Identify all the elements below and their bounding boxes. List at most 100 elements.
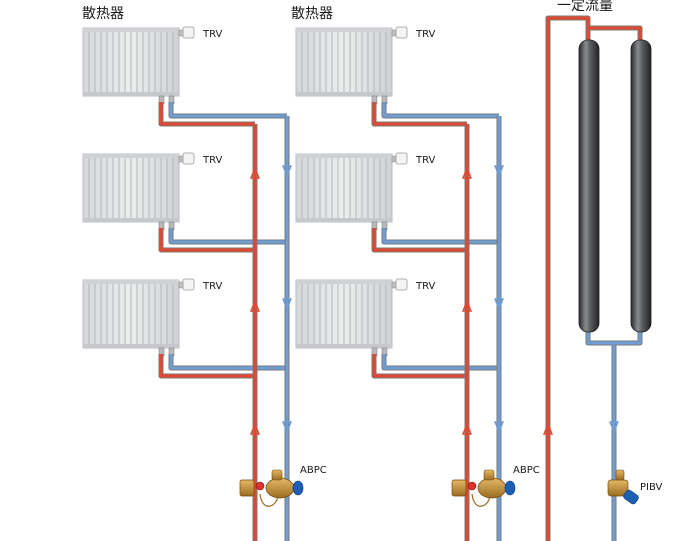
valve-capillary <box>471 493 491 507</box>
valve-bonnet <box>483 469 495 481</box>
radiator-bottom-rim <box>296 92 392 96</box>
return-branch-core <box>169 354 287 370</box>
supply-branch-core <box>159 228 255 252</box>
return-branch <box>381 102 499 119</box>
trv-label: TRV <box>415 155 436 166</box>
trv-icon <box>391 278 408 291</box>
valve-knob-blue <box>504 480 516 496</box>
abpc-label-mid: ABPC <box>513 465 540 476</box>
radiator-bottom-rim <box>296 344 392 348</box>
trv-icon <box>178 152 195 165</box>
arrow-up-icon <box>249 166 261 179</box>
trv-icon <box>178 278 195 291</box>
radiator-bottom-rim <box>83 92 179 96</box>
supply-branch <box>371 102 467 127</box>
valve-body-left <box>451 479 467 497</box>
valve-capillary <box>259 493 279 507</box>
return-branch-outline <box>168 354 287 371</box>
constant-flow-return-b-core <box>614 330 642 345</box>
return-branch-core <box>382 354 499 370</box>
trv-icon <box>391 26 408 39</box>
trv-label: TRV <box>202 155 223 166</box>
trv-icon <box>391 152 408 165</box>
supply-branch-outline <box>158 354 255 379</box>
pibv-bonnet <box>615 469 625 481</box>
return-branch-outline <box>381 228 499 245</box>
supply-branch <box>371 228 467 253</box>
valve-layer <box>239 469 639 507</box>
tank-icon <box>630 39 652 333</box>
trv-head <box>182 278 195 291</box>
radiator-icon <box>295 153 393 231</box>
arrow-down-icon <box>281 421 293 434</box>
arrow-up-icon <box>542 422 554 435</box>
supply-branch-outline <box>371 354 467 379</box>
radiator-icon <box>82 27 180 105</box>
supply-branch-outline <box>158 102 255 127</box>
constant-flow-return-b <box>614 330 643 346</box>
return-branch <box>168 102 287 119</box>
tank-icon <box>578 39 600 333</box>
return-branch-core <box>169 102 287 118</box>
return-branch-core <box>169 228 287 244</box>
return-branch <box>168 228 287 245</box>
valve-icon <box>607 469 639 505</box>
supply-branch <box>371 354 467 379</box>
radiator-top-rim <box>296 28 392 32</box>
trv-label: TRV <box>202 29 223 40</box>
trv-head <box>395 26 408 39</box>
radiator-top-rim <box>83 28 179 32</box>
valve-cap-red <box>255 481 265 491</box>
constant-flow-return-outline <box>585 330 617 541</box>
arrow-down-icon <box>493 165 505 178</box>
radiator-icon <box>82 153 180 231</box>
supply-branch-outline <box>371 228 467 253</box>
valve-body-left <box>239 479 255 497</box>
constant-flow-return <box>585 330 617 541</box>
pibv-label: PIBV <box>640 482 663 493</box>
return-branch-outline <box>168 102 287 119</box>
arrow-up-icon <box>461 166 473 179</box>
tank-layer <box>578 39 652 333</box>
arrow-up-icon <box>461 422 473 435</box>
constant-flow-top-outline <box>588 25 643 40</box>
return-branch <box>381 354 499 371</box>
supply-branch-core <box>159 354 255 378</box>
radiator-top-rim <box>83 280 179 284</box>
return-branch-outline <box>381 354 499 371</box>
supply-branch-outline <box>371 102 467 127</box>
radiator-top-rim <box>83 154 179 158</box>
arrow-down-icon <box>608 421 620 434</box>
supply-branch-core <box>159 102 255 126</box>
radiator-icon <box>82 279 180 357</box>
constant-flow-label: 一定流量 <box>557 0 613 14</box>
trv-head <box>182 26 195 39</box>
tank-body <box>630 39 652 333</box>
arrow-up-icon <box>461 299 473 312</box>
supply-branch <box>158 228 255 253</box>
trv-label: TRV <box>415 281 436 292</box>
constant-flow-return-core <box>586 330 616 541</box>
supply-branch-outline <box>158 228 255 253</box>
arrow-up-icon <box>249 299 261 312</box>
radiator-bottom-rim <box>83 218 179 222</box>
valve-body-main <box>477 477 507 499</box>
valve-icon <box>451 469 516 507</box>
supply-branch-core <box>372 228 467 252</box>
constant-flow-top <box>588 25 643 40</box>
valve-cap-red <box>467 481 477 491</box>
constant-flow-return-b-outline <box>614 330 643 346</box>
return-branch-core <box>382 102 499 118</box>
return-branch-core <box>382 228 499 244</box>
abpc-label-left: ABPC <box>300 465 327 476</box>
radiator-icon <box>295 27 393 105</box>
supply-branch <box>158 354 255 379</box>
radiator-bottom-rim <box>296 218 392 222</box>
trv-head <box>395 152 408 165</box>
arrow-up-icon <box>249 422 261 435</box>
trv-label: TRV <box>202 281 223 292</box>
valve-body-main <box>265 477 295 499</box>
return-branch-outline <box>381 102 499 119</box>
